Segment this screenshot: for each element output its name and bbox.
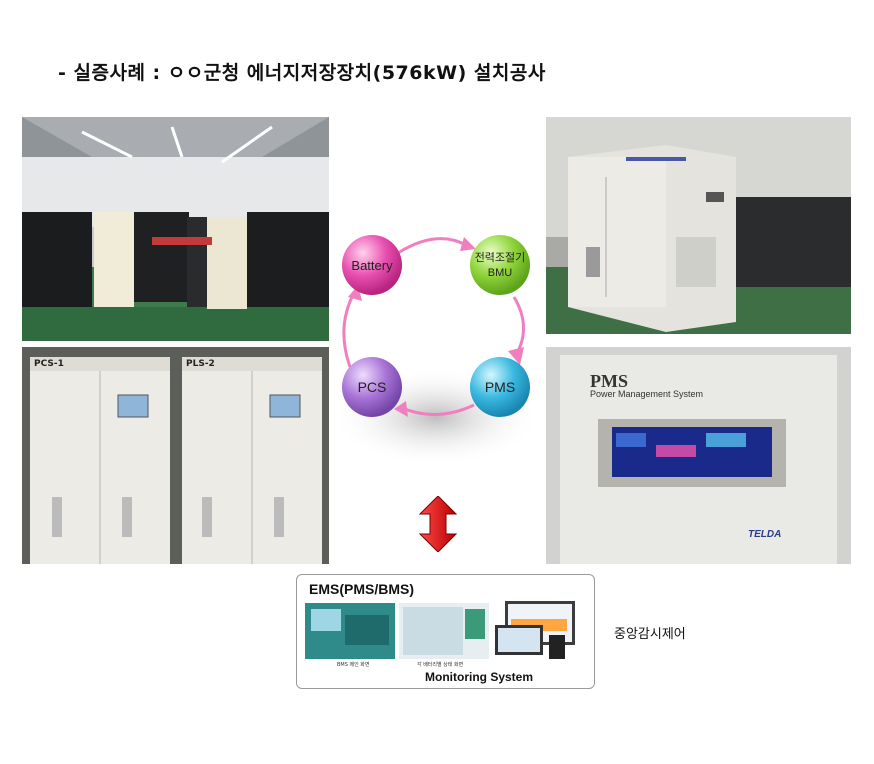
pms-panel-title: PMS [590, 371, 628, 391]
ems-title: EMS(PMS/BMS) [309, 581, 414, 597]
pms-brand-logo: TELDA [748, 529, 782, 540]
slide-title: - 실증사례 : ㅇㅇ군청 에너지저장장치(576kW) 설치공사 [58, 62, 546, 84]
battery-node: Battery [351, 258, 393, 273]
pcs-unit-2-label: PLS-2 [186, 359, 215, 369]
battery-cycle-diagram: Battery 전력조절기 BMU PMS PCS [331, 227, 541, 477]
battery-room-photo [22, 117, 329, 341]
pcs-unit-1-label: PCS-1 [34, 359, 64, 369]
pms-panel-photo: PMS Power Management System TELDA [546, 347, 851, 564]
pms-node: PMS [485, 379, 515, 395]
bmu-node-line1: 전력조절기 [475, 251, 526, 264]
pcs-units-photo: PCS-1 PLS-2 [22, 347, 329, 564]
ems-monitoring-panel: EMS(PMS/BMS) BMS 메인 화면 각 배터리별 상태 화면 Moni… [296, 574, 595, 689]
ems-caption-mid: 각 배터리별 상태 화면 [417, 662, 464, 668]
central-control-label: 중앙감시제어 [614, 627, 686, 642]
bmu-node-line2: BMU [488, 267, 513, 279]
double-arrow-icon [418, 495, 458, 553]
cabinet-photo [546, 117, 851, 334]
ems-subtitle: Monitoring System [425, 670, 534, 684]
ems-caption-left: BMS 메인 화면 [337, 662, 370, 668]
pcs-node: PCS [358, 379, 387, 395]
pms-panel-subtitle: Power Management System [590, 389, 704, 399]
